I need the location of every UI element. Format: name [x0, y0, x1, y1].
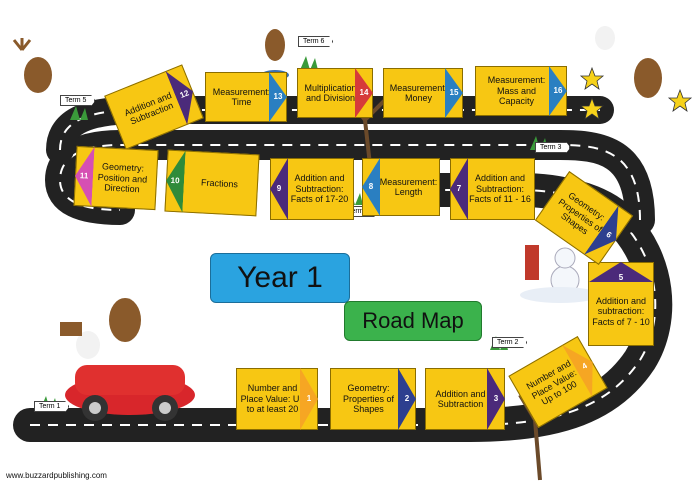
unit-card-16: Measurement: Mass and Capacity 16: [475, 66, 567, 116]
unit-card-3: Addition and Subtraction 3: [425, 368, 505, 430]
unit-label: Measurement: Length: [379, 176, 438, 197]
unit-card-10: Fractions 10: [164, 149, 260, 217]
unit-number-flag: 9: [270, 158, 288, 220]
unit-label: Measurement: Mass and Capacity: [487, 75, 546, 107]
unit-number-flag: 14: [355, 68, 373, 118]
unit-card-9: Addition and Subtraction: Facts of 17-20…: [270, 158, 354, 220]
unit-label: Geometry: Properties of Shapes: [342, 383, 395, 415]
unit-number-flag: 11: [73, 146, 94, 207]
term-1-sign: Term 1: [34, 401, 70, 412]
unit-label: Addition and Subtraction: Facts of 17-20: [290, 173, 349, 205]
unit-label: Addition and Subtraction: [122, 89, 175, 127]
unit-label: Geometry: Position and Direction: [97, 161, 148, 195]
unit-card-2: Geometry: Properties of Shapes 2: [330, 368, 416, 430]
unit-card-8: Measurement: Length 8: [362, 158, 440, 216]
unit-number-flag: 13: [269, 72, 287, 122]
car-illustration: [60, 298, 195, 421]
unit-label: Multiplication and Division: [304, 82, 357, 103]
unit-card-13: Measurement: Time 13: [205, 72, 287, 122]
unit-number-flag: 7: [450, 158, 468, 220]
term-3-sign: Term 3: [535, 142, 571, 153]
term-6-sign: Term 6: [298, 36, 334, 47]
unit-label: Addition and Subtraction: [435, 388, 486, 409]
term-2-sign: Term 2: [492, 337, 528, 348]
website-link[interactable]: www.buzzardpublishing.com: [6, 471, 107, 480]
unit-label: Fractions: [200, 177, 239, 190]
unit-number-flag: 15: [445, 68, 463, 118]
unit-label: Measurement: Time: [212, 86, 271, 107]
unit-card-11: Geometry: Position and Direction 11: [73, 145, 159, 211]
unit-label: Addition and Subtraction: Facts of 11 - …: [469, 173, 531, 205]
unit-number-flag: 2: [398, 368, 416, 430]
unit-number-flag: 16: [549, 66, 567, 116]
unit-label: Addition and subtraction: Facts of 7 - 1…: [592, 295, 650, 327]
unit-card-14: Multiplication and Division 14: [297, 68, 373, 118]
unit-card-15: Measurement: Money 15: [383, 68, 463, 118]
unit-number-flag: 1: [300, 368, 318, 430]
unit-card-7: Addition and Subtraction: Facts of 11 - …: [450, 158, 535, 220]
road-map-subtitle: Road Map: [344, 301, 482, 341]
unit-number-flag: 10: [164, 150, 185, 213]
unit-number-flag: 8: [362, 158, 380, 216]
unit-number-flag: 3: [487, 368, 505, 430]
year-title: Year 1: [210, 253, 350, 303]
unit-label: Number and Place Value: Up to at least 2…: [240, 383, 305, 415]
unit-label: Measurement: Money: [389, 82, 448, 103]
term-5-sign: Term 5: [60, 95, 96, 106]
unit-card-1: Number and Place Value: Up to at least 2…: [236, 368, 318, 430]
unit-card-5: Addition and subtraction: Facts of 7 - 1…: [588, 262, 654, 346]
